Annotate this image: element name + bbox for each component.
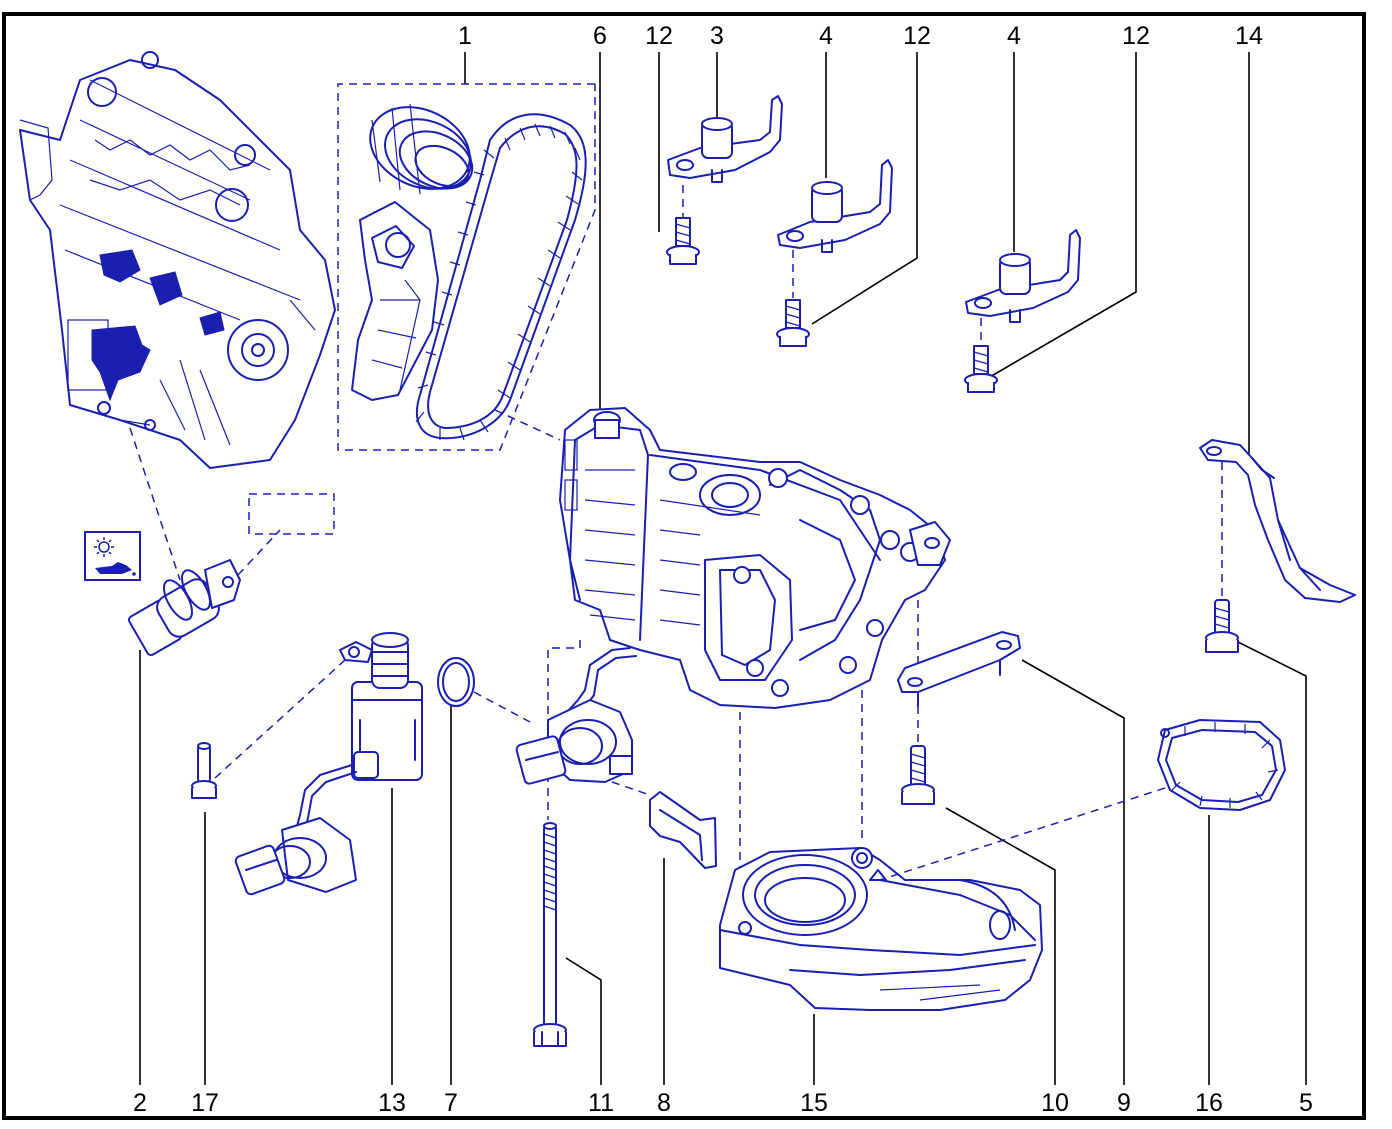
diagram-frame: [2, 12, 1366, 1120]
oil-strainer-15: [719, 847, 1043, 1011]
screw-5: [1205, 599, 1239, 653]
bolt-11: [533, 822, 567, 1047]
callout-16: 16: [1195, 1089, 1223, 1117]
callout-13: 13: [378, 1089, 406, 1117]
callout-4-b: 4: [1007, 22, 1021, 50]
dash-oring: [473, 691, 531, 723]
solenoid-valve-13: [234, 632, 423, 896]
dash-sensor2: [237, 529, 281, 576]
callout-7: 7: [444, 1089, 458, 1117]
baffle-plate-9: [897, 631, 1021, 707]
retaining-clip-8: [649, 791, 717, 869]
callout-4-a: 4: [819, 22, 833, 50]
callout-10: 10: [1041, 1089, 1069, 1117]
bracket-3: [667, 95, 783, 183]
timing-chain: [415, 113, 587, 441]
dash-gasket: [879, 787, 1166, 881]
callout-8: 8: [657, 1089, 671, 1117]
sensor-reference-box: [248, 493, 335, 535]
timing-kit-1: [337, 83, 596, 451]
bracket-14: [1199, 439, 1356, 603]
screw-12-a: [666, 217, 700, 265]
bottom-callouts: 2 17 13 7 11 8 15 10 9 16 5: [133, 1089, 1313, 1117]
callout-5: 5: [1299, 1089, 1313, 1117]
callout-12-a: 12: [645, 22, 673, 50]
dash-chain-to-pump: [494, 409, 561, 441]
pump-dash-lines: [547, 600, 919, 870]
callout-17: 17: [191, 1089, 219, 1117]
leader-lines: [139, 52, 1307, 1085]
bracket-4-b: [965, 229, 1081, 323]
callout-15: 15: [800, 1089, 828, 1117]
callout-9: 9: [1117, 1089, 1131, 1117]
callout-6: 6: [593, 22, 607, 50]
callout-11: 11: [588, 1089, 614, 1117]
oil-pressure-sensor-2: [128, 559, 241, 657]
engine-assembly: [19, 51, 336, 469]
callout-12-b: 12: [903, 22, 931, 50]
oil-can-warning-icon: [84, 531, 141, 581]
dash-screw17: [214, 659, 346, 779]
bracket-4-a: [777, 159, 893, 253]
oil-pump-6: [559, 407, 951, 727]
top-callouts: 1 6 12 3 4 12 4 12 14: [458, 22, 1263, 50]
screw-10: [901, 745, 935, 805]
callout-14: 14: [1235, 22, 1263, 50]
callout-3: 3: [710, 22, 724, 50]
o-ring-7: [437, 657, 475, 707]
screw-12-c: [964, 345, 998, 393]
callout-2: 2: [133, 1089, 147, 1117]
pump-solenoid-plug: [515, 699, 633, 785]
dash-clip: [611, 781, 651, 796]
chain-tensioner-guide: [351, 201, 439, 401]
dash-engine-to-sensor: [129, 427, 181, 581]
chain-sprocket: [369, 103, 474, 195]
callout-1: 1: [458, 22, 472, 50]
screw-17: [191, 742, 217, 799]
callout-12-c: 12: [1122, 22, 1150, 50]
gasket-16: [1157, 719, 1286, 811]
screw-12-b: [776, 299, 810, 347]
